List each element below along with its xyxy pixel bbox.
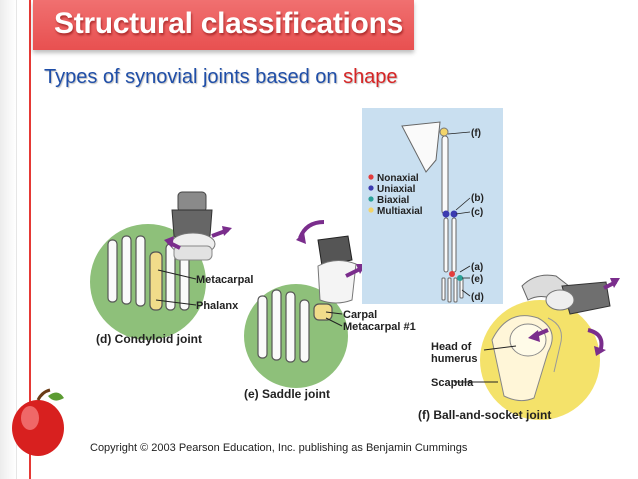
humerus-label: humerus — [431, 353, 477, 365]
condyloid-caption: (d) Condyloid joint — [96, 332, 202, 346]
carpal-label: Carpal — [343, 309, 377, 321]
slide-subtitle: Types of synovial joints based on shape — [44, 66, 398, 89]
marker-e: (e) — [471, 274, 483, 285]
marker-d: (d) — [471, 292, 484, 303]
marker-c: (c) — [471, 207, 483, 218]
axis-legend: Nonaxial Uniaxial Biaxial Multiaxial — [368, 173, 423, 217]
saddle-illustration: Carpal Metacarpal #1 (e) Saddle joint — [244, 220, 416, 401]
copyright-notice: Copyright © 2003 Pearson Education, Inc.… — [90, 442, 468, 454]
legend-uniaxial: Uniaxial — [377, 184, 416, 195]
scapula-label: Scapula — [431, 377, 474, 389]
left-decor-strip — [0, 0, 17, 479]
title-banner — [33, 0, 414, 50]
metacarpal1-label: Metacarpal #1 — [343, 321, 416, 333]
slide-title: Structural classifications — [54, 7, 403, 40]
phalanx-label: Phalanx — [196, 300, 239, 312]
left-accent-line — [29, 0, 31, 479]
ball-socket-illustration: Head of humerus Scapula (f) Ball-and-soc… — [418, 274, 620, 422]
marker-a: (a) — [471, 262, 483, 273]
apple-logo — [12, 388, 64, 456]
metacarpal-label: Metacarpal — [196, 274, 253, 286]
condyloid-illustration: Metacarpal Phalanx (d) Condyloid joint — [90, 191, 253, 346]
legend-multiaxial: Multiaxial — [377, 206, 423, 217]
ball-socket-caption: (f) Ball-and-socket joint — [418, 408, 551, 422]
subtitle-emphasis: shape — [343, 66, 398, 88]
skeleton-inset: Nonaxial Uniaxial Biaxial Multiaxial (f)… — [362, 108, 503, 304]
saddle-caption: (e) Saddle joint — [244, 387, 330, 401]
marker-f: (f) — [471, 128, 481, 139]
legend-nonaxial: Nonaxial — [377, 173, 419, 184]
head-of-label: Head of — [431, 341, 472, 353]
subtitle-main-text: Types of synovial joints based on — [44, 66, 344, 88]
legend-biaxial: Biaxial — [377, 195, 409, 206]
marker-b: (b) — [471, 193, 484, 204]
